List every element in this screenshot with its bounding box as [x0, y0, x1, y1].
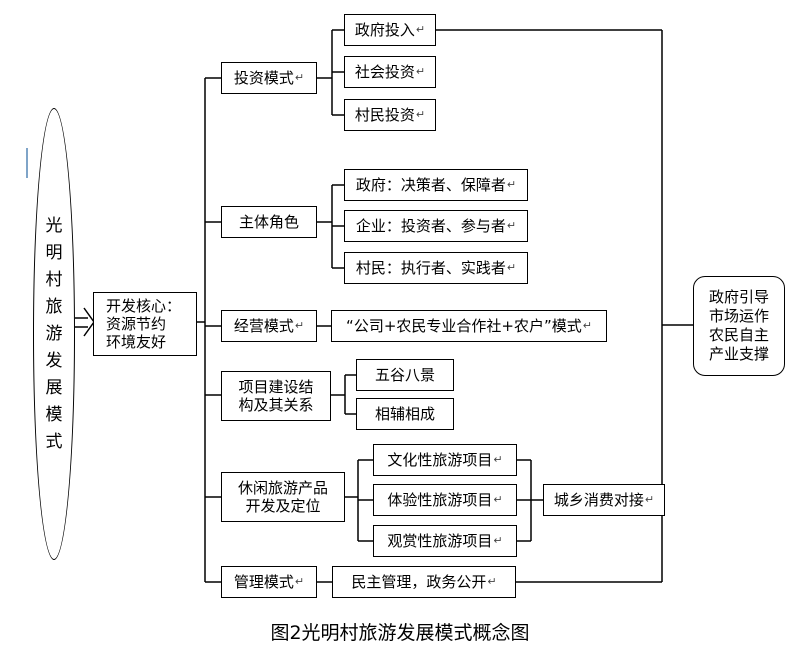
item-sightseeing-tourism: 观赏性旅游项目↵	[373, 525, 517, 557]
title-text: 光明村旅游发展模式	[45, 215, 63, 452]
item-experiential-tourism: 体验性旅游项目↵	[373, 484, 517, 516]
category-project-structure: 项目建设结 构及其关系	[221, 371, 331, 421]
item-complementary: 相辅相成	[356, 398, 454, 430]
category-leisure-products: 休闲旅游产品 开发及定位	[221, 472, 345, 522]
item-democratic-management: 民主管理，政务公开↵	[332, 566, 516, 598]
category-roles: 主体角色	[221, 206, 317, 238]
principles-box: 政府引导 市场运作 农民自主 产业支撑	[693, 276, 785, 376]
category-management: 管理模式↵	[221, 566, 317, 598]
item-villager-investment: 村民投资↵	[344, 99, 436, 131]
item-social-investment: 社会投资↵	[344, 56, 436, 88]
category-investment: 投资模式↵	[221, 62, 317, 94]
item-cultural-tourism: 文化性旅游项目↵	[373, 444, 517, 476]
double-arrow-icon	[75, 307, 95, 337]
title-oval: 光明村旅游发展模式	[33, 108, 75, 560]
category-operation: 经营模式↵	[221, 310, 317, 342]
core-text: 开发核心： 资源节约 环境友好	[106, 297, 182, 351]
core-box: 开发核心： 资源节约 环境友好	[93, 292, 197, 356]
item-five-grains: 五谷八景	[356, 359, 454, 391]
item-role-villager: 村民：执行者、实践者↵	[344, 252, 528, 284]
item-urban-rural-consumption: 城乡消费对接↵	[543, 484, 665, 516]
principles-text: 政府引导 市场运作 农民自主 产业支撑	[708, 288, 769, 363]
item-government-investment: 政府投入↵	[344, 14, 436, 46]
item-role-enterprise: 企业：投资者、参与者↵	[344, 210, 528, 242]
item-operation-model: “公司+农民专业合作社+农户”模式↵	[331, 310, 607, 342]
text-cursor	[26, 148, 28, 178]
figure-caption: 图2光明村旅游发展模式概念图	[270, 622, 530, 644]
item-role-government: 政府：决策者、保障者↵	[344, 169, 528, 201]
